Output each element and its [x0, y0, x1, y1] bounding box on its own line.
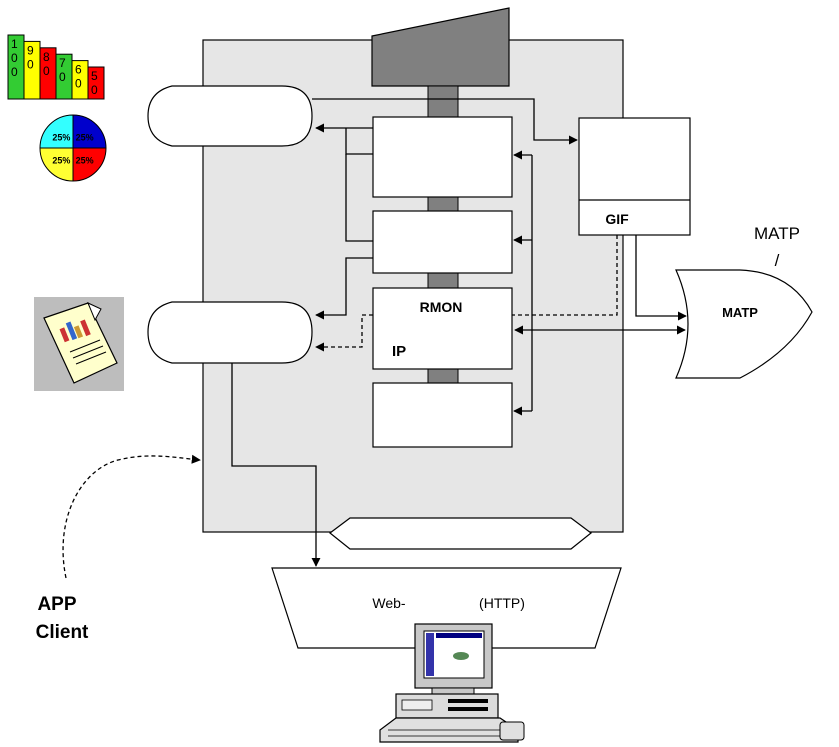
app-label: APP [37, 594, 76, 615]
connector [312, 98, 578, 145]
connector [635, 235, 687, 321]
ip-label: IP [392, 343, 406, 360]
dashed-connector [512, 235, 618, 316]
pie-icon-label: 25% [76, 156, 94, 166]
rmon-label: RMON [420, 299, 463, 315]
bus-segment [427, 271, 459, 289]
report-document-icon [34, 297, 124, 391]
pie-icon-label: 25% [76, 132, 94, 142]
pie-icon-label: 25% [52, 132, 70, 142]
bar-icon-label: 6 [75, 63, 82, 77]
bar-icon-label: 0 [11, 65, 18, 79]
bar-icon-label: 5 [91, 69, 98, 83]
module-4 [372, 382, 513, 448]
bar-icon-label: 0 [91, 83, 98, 97]
web-label: Web- [372, 595, 406, 611]
bar-icon-label: 9 [27, 43, 34, 57]
rmon-ip-module [372, 287, 513, 370]
matp-side-label: MATP [754, 224, 800, 243]
matp-slash-label: / [775, 251, 780, 270]
left-block-top [147, 85, 313, 147]
pie-chart-icon: 25% 25% 25% 25% [39, 114, 107, 182]
pie-icon-label: 25% [52, 156, 70, 166]
pie-icon-slice [72, 147, 107, 182]
http-label: (HTTP) [479, 595, 525, 611]
pie-icon-slice [39, 147, 74, 182]
bar-icon-label: 0 [43, 64, 50, 78]
module-1 [372, 116, 513, 198]
connector [315, 257, 373, 320]
bar-icon-label: 7 [59, 56, 66, 70]
connector [231, 363, 321, 567]
bar-icon-bar [87, 66, 105, 100]
bottom-hexagon [329, 517, 592, 550]
bar-icon-label: 1 [11, 37, 18, 51]
pie-icon-slice [72, 114, 107, 149]
dashed-connector [315, 314, 373, 352]
gif-label: GIF [605, 211, 629, 227]
bar-icon-label: 0 [59, 70, 66, 84]
bar-icon-label: 0 [27, 57, 34, 71]
matp-block-label: MATP [722, 305, 758, 320]
module-2 [372, 210, 513, 274]
bus-segment [427, 85, 459, 119]
connector [345, 154, 373, 242]
app-client-arrow [62, 454, 201, 579]
matp-block [675, 269, 813, 379]
bar-icon-label: 0 [11, 51, 18, 65]
bar-icon-label: 8 [43, 50, 50, 64]
bus-segment [427, 367, 459, 384]
bar-icon-label: 0 [75, 77, 82, 91]
gif-module [578, 117, 691, 236]
computer-icon [379, 623, 525, 743]
pie-icon-slice [39, 114, 74, 149]
bus-head [371, 7, 510, 87]
client-label: Client [36, 622, 89, 643]
left-block-bottom [147, 301, 313, 364]
bus-segment [427, 195, 459, 212]
web-http-block [271, 567, 622, 649]
